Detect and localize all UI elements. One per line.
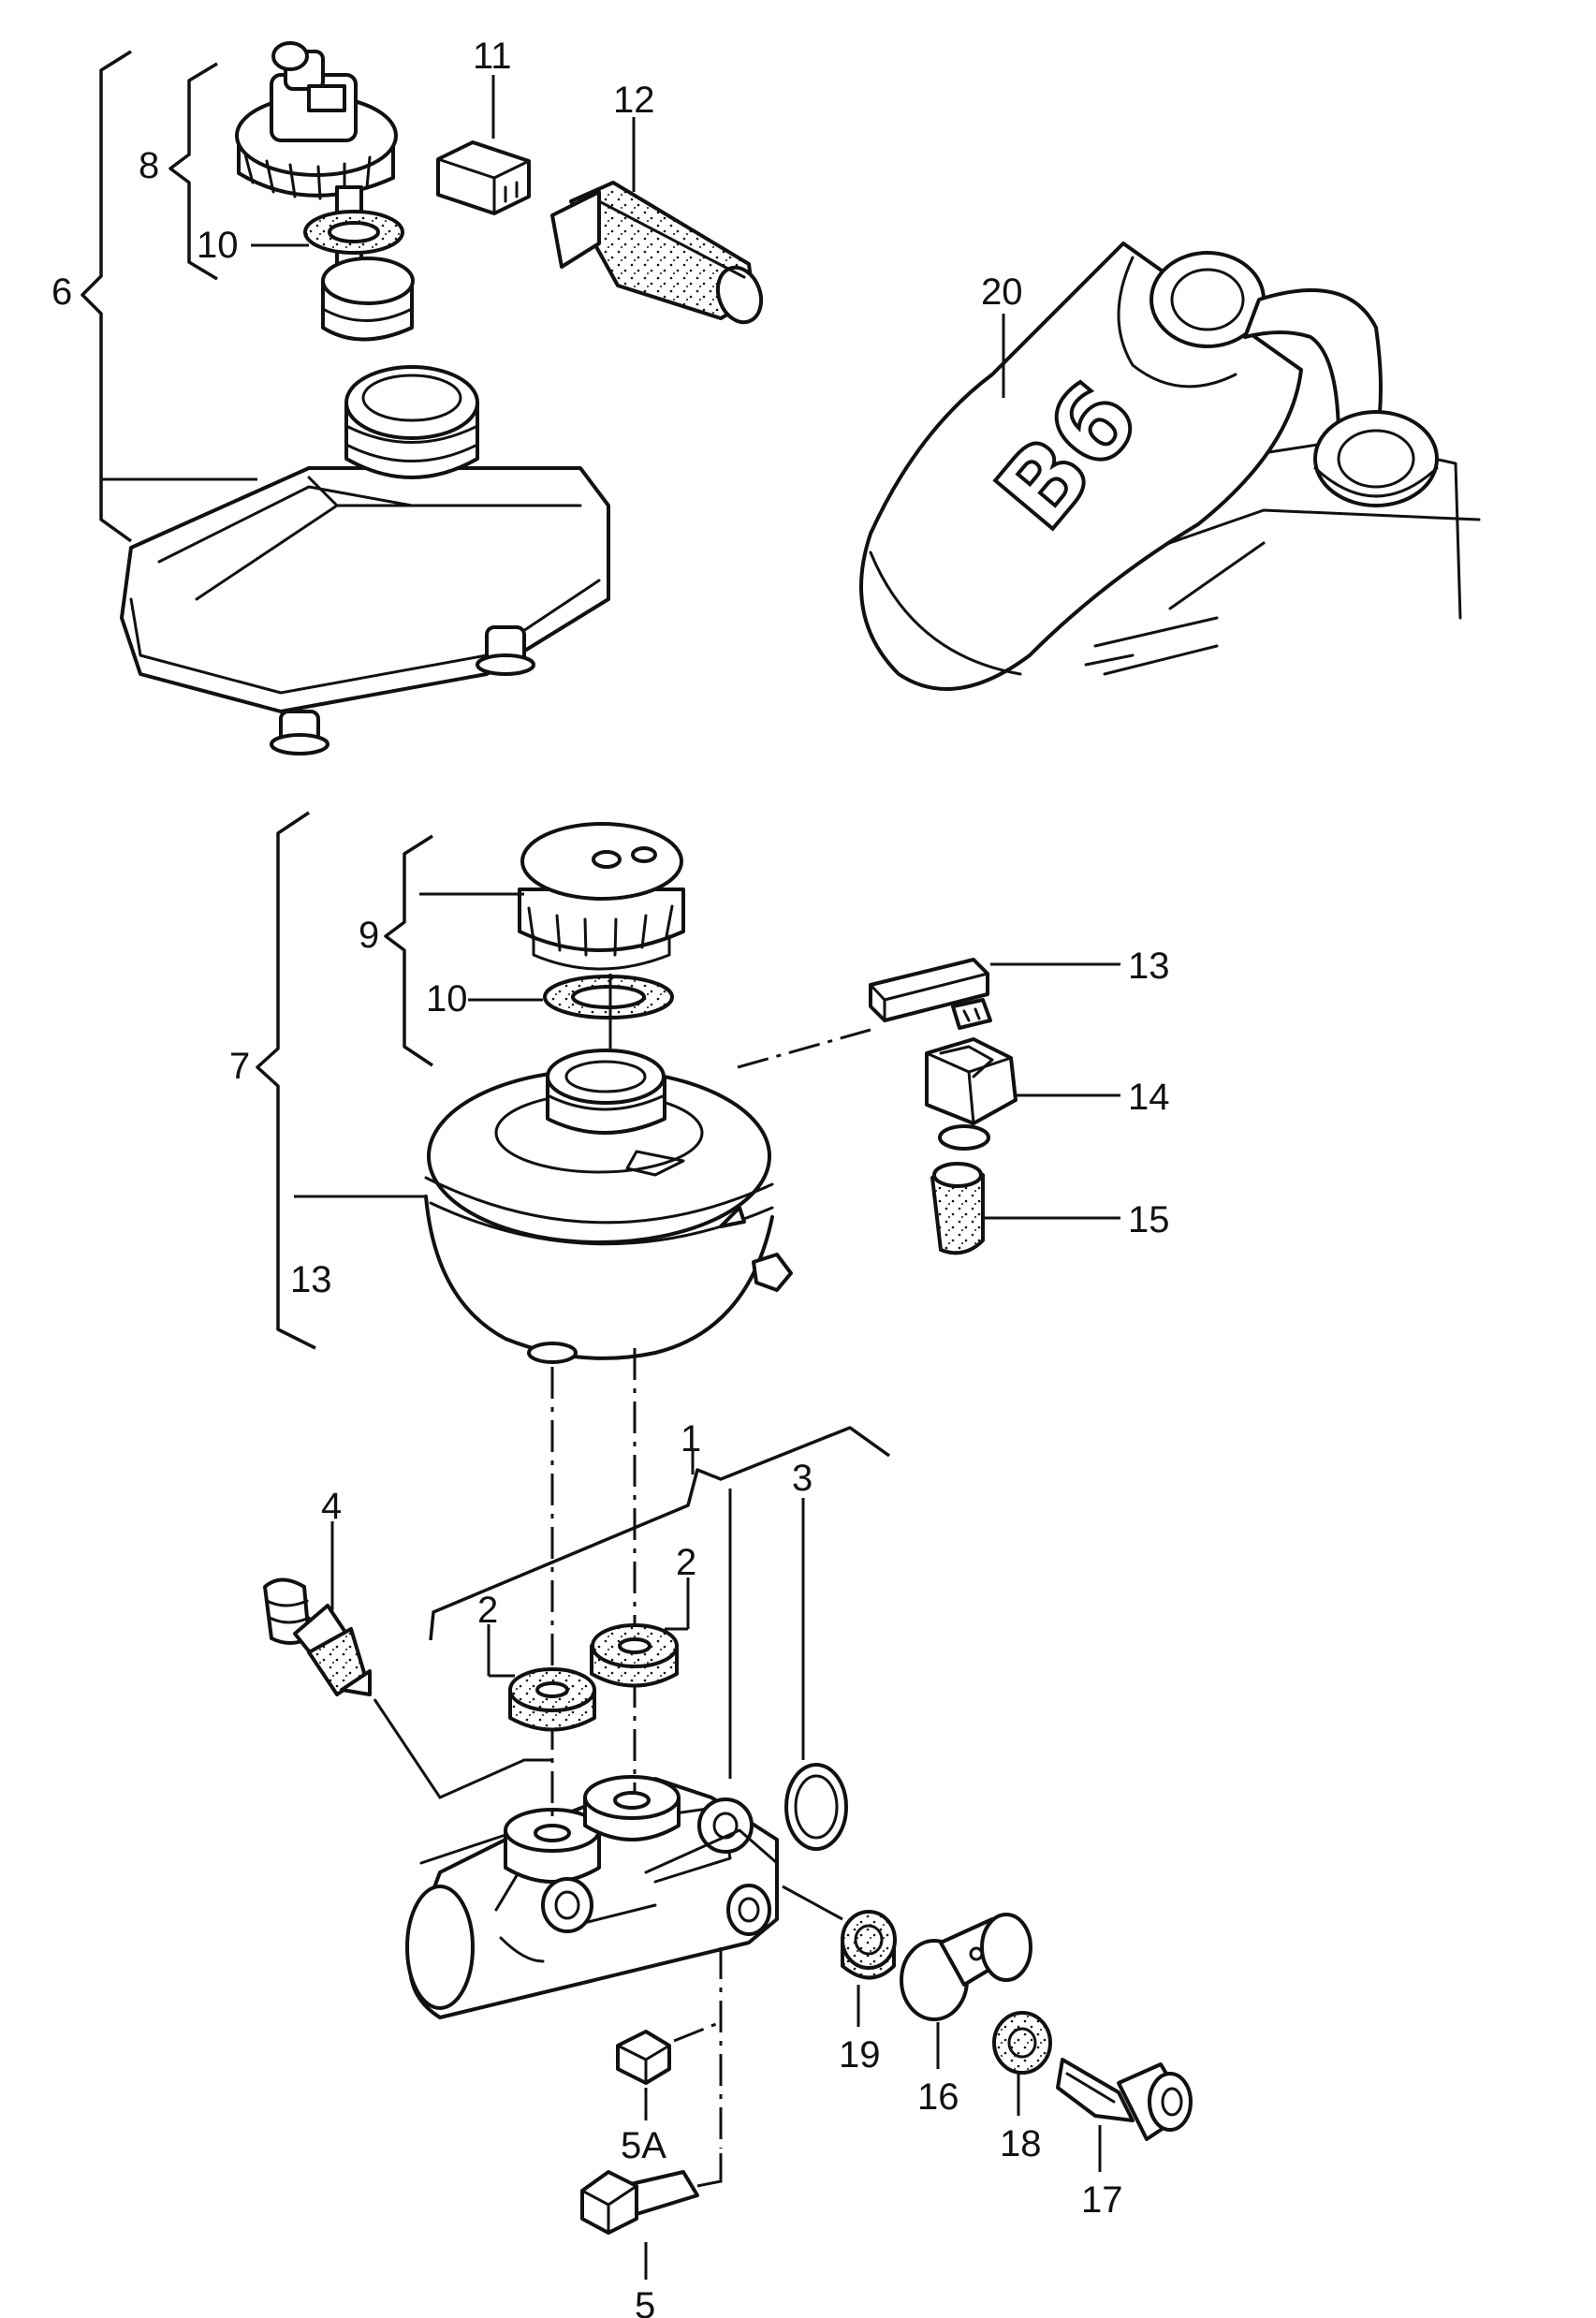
callout-11: 11 bbox=[473, 36, 512, 77]
bracket-7 bbox=[256, 811, 316, 1350]
callout-4: 4 bbox=[321, 1486, 342, 1527]
cap-with-sender bbox=[235, 41, 415, 342]
bracket-8 bbox=[168, 62, 218, 281]
brake-fluid-can-20: B6 bbox=[859, 242, 1481, 691]
grommet-2-left bbox=[508, 1667, 596, 1732]
callout-13-reservoir: 13 bbox=[290, 1259, 332, 1300]
boot-15 bbox=[930, 1162, 985, 1255]
washer-18 bbox=[992, 2011, 1052, 2075]
callout-6: 6 bbox=[51, 271, 72, 313]
bracket-6 bbox=[81, 50, 133, 543]
valve-4 bbox=[263, 1577, 372, 1696]
switch-13 bbox=[869, 958, 992, 1030]
bracket-1 bbox=[429, 1426, 891, 1641]
washer-19 bbox=[841, 1910, 897, 1980]
callout-17: 17 bbox=[1081, 2179, 1123, 2221]
callout-16: 16 bbox=[917, 2076, 959, 2118]
bracket-9 bbox=[384, 834, 433, 1067]
callout-18: 18 bbox=[1000, 2123, 1042, 2164]
callout-9: 9 bbox=[359, 915, 379, 956]
callout-13-switch: 13 bbox=[1128, 946, 1170, 987]
reservoir-assembly-6 bbox=[81, 50, 610, 756]
callout-15: 15 bbox=[1128, 1199, 1170, 1240]
callout-5a: 5A bbox=[621, 2125, 666, 2166]
sender-14 bbox=[925, 1037, 1018, 1151]
callout-2-right: 2 bbox=[676, 1542, 696, 1583]
boot-12 bbox=[550, 181, 764, 325]
cap-9 bbox=[518, 822, 685, 971]
callout-12: 12 bbox=[613, 80, 655, 121]
callout-14: 14 bbox=[1128, 1077, 1170, 1118]
callout-19: 19 bbox=[839, 2034, 881, 2076]
callout-8: 8 bbox=[139, 145, 159, 186]
callout-7: 7 bbox=[229, 1046, 250, 1087]
callout-1: 1 bbox=[681, 1418, 701, 1460]
bolt-5 bbox=[580, 2170, 699, 2235]
bolt-17 bbox=[1056, 2058, 1193, 2141]
connector-11 bbox=[436, 140, 531, 215]
valve-16 bbox=[900, 1913, 1032, 2021]
master-cylinder bbox=[405, 1775, 779, 2019]
callout-20: 20 bbox=[981, 271, 1023, 313]
callout-5: 5 bbox=[635, 2285, 655, 2318]
callout-10-lower: 10 bbox=[426, 978, 468, 1020]
callout-3: 3 bbox=[792, 1458, 813, 1499]
nut-5a bbox=[616, 2030, 671, 2085]
grommet-2-right bbox=[590, 1623, 679, 1688]
callout-10-upper: 10 bbox=[197, 225, 239, 266]
reservoir-13 bbox=[424, 1049, 793, 1364]
callout-2-left: 2 bbox=[477, 1590, 498, 1631]
